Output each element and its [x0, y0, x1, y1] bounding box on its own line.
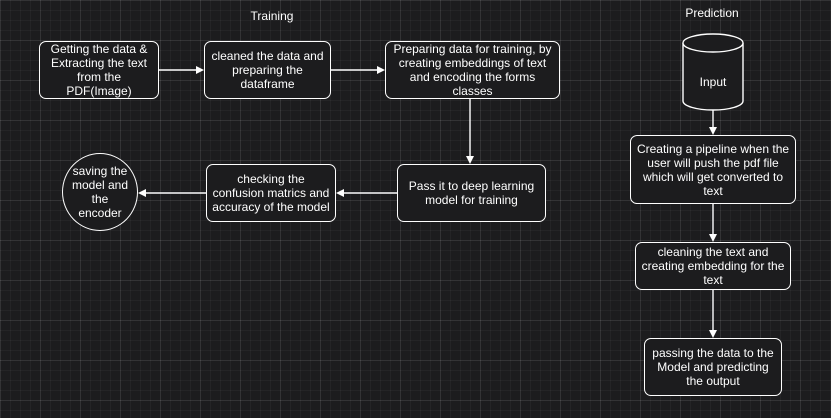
- arrowhead: [466, 156, 474, 164]
- node-confusion-label: checking the confusion matrics and accur…: [212, 172, 330, 214]
- arrowhead: [709, 127, 717, 135]
- arrowhead: [196, 66, 204, 74]
- node-cleaning-text[interactable]: cleaning the text and creating embedding…: [635, 242, 791, 290]
- arrowhead: [377, 66, 385, 74]
- node-pipeline[interactable]: Creating a pipeline when the user will p…: [630, 135, 796, 204]
- node-deep-learning-label: Pass it to deep learning model for train…: [408, 179, 535, 207]
- node-input-label: Input: [699, 75, 727, 89]
- arrowhead: [709, 330, 717, 338]
- arrowhead: [336, 189, 344, 197]
- node-passing-data-label: passing the data to the Model and predic…: [652, 346, 774, 388]
- node-clean-data[interactable]: cleaned the data and preparing the dataf…: [204, 41, 331, 99]
- section-title-training: Training: [250, 9, 294, 23]
- node-confusion[interactable]: checking the confusion matrics and accur…: [206, 164, 336, 222]
- node-get-data-label: Getting the data & Extracting the text f…: [50, 42, 148, 98]
- node-cleaning-text-label: cleaning the text and creating embedding…: [641, 245, 785, 287]
- node-clean-data-label: cleaned the data and preparing the dataf…: [211, 49, 324, 91]
- node-saving-label: saving the model and the encoder: [71, 164, 129, 220]
- node-pipeline-label: Creating a pipeline when the user will p…: [636, 141, 790, 198]
- section-title-prediction: Prediction: [685, 6, 739, 20]
- node-saving[interactable]: saving the model and the encoder: [62, 153, 138, 231]
- node-prep-training-label: Preparing data for training, by creating…: [393, 42, 552, 98]
- node-prep-training[interactable]: Preparing data for training, by creating…: [385, 41, 560, 99]
- arrowhead: [138, 189, 146, 197]
- arrowhead: [709, 234, 717, 242]
- node-deep-learning[interactable]: Pass it to deep learning model for train…: [397, 164, 546, 222]
- node-passing-data[interactable]: passing the data to the Model and predic…: [644, 338, 782, 396]
- node-get-data[interactable]: Getting the data & Extracting the text f…: [39, 41, 159, 99]
- input-cylinder: [682, 33, 744, 111]
